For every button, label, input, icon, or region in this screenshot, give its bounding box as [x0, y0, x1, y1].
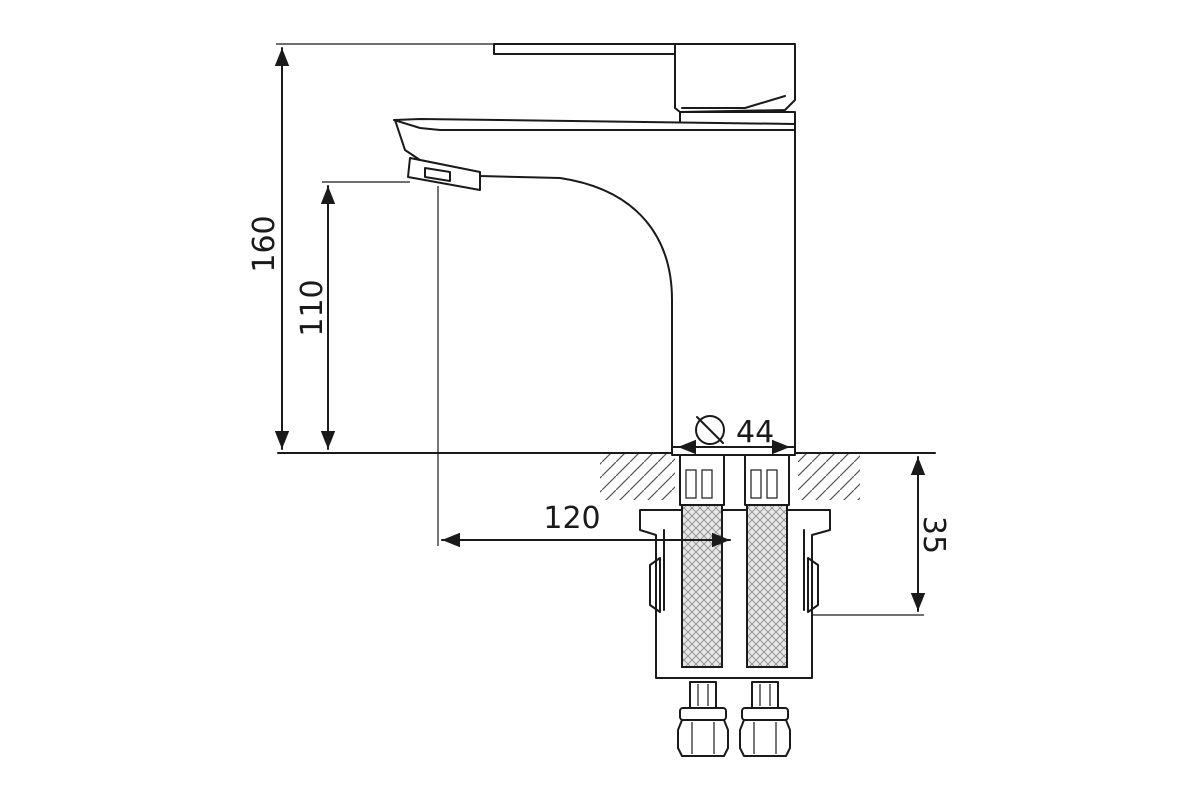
- connector-left: [677, 681, 729, 757]
- shank-collar: [671, 446, 796, 456]
- diameter-icon: [695, 415, 725, 445]
- aerator-outlet: [424, 167, 451, 182]
- supply-hose-left: [679, 454, 725, 668]
- dimension-label-160: 160: [247, 215, 282, 272]
- dimension-label-120: 120: [543, 501, 600, 536]
- hose-fitting-slot-left-a: [685, 469, 697, 499]
- connector-left-stem: [689, 681, 717, 709]
- dimension-label-35: 35: [916, 516, 951, 554]
- connector-right-stem: [751, 681, 779, 709]
- spout-top-edge: [393, 119, 796, 131]
- supply-hose-right: [744, 454, 790, 668]
- mounting-bracket: [639, 509, 831, 679]
- connector-left-ring: [679, 707, 727, 721]
- dimension-spout-reach: 120: [437, 186, 731, 548]
- lever-handle-block: [674, 43, 796, 113]
- aerator: [407, 157, 481, 191]
- connector-right: [739, 681, 791, 757]
- hose-fitting-slot-right-a: [750, 469, 762, 499]
- diameter-icon-slash: [696, 416, 724, 444]
- dimension-overall-height: 160: [247, 43, 494, 450]
- braided-hose-left: [681, 504, 723, 668]
- bracket-tab-left: [649, 557, 661, 613]
- dimension-label-110: 110: [295, 279, 330, 336]
- bracket-tab-right: [807, 557, 819, 613]
- mounting-assembly: [639, 446, 831, 757]
- hose-fitting-slot-right-b: [766, 469, 778, 499]
- lever-handle-bar: [493, 43, 676, 55]
- countertop-hatch-right: [798, 454, 860, 500]
- countertop-hatch-left: [600, 454, 675, 500]
- connector-right-nut: [739, 719, 791, 757]
- braided-hose-right: [746, 504, 788, 668]
- countertop-section: [277, 452, 936, 500]
- connector-right-ring: [741, 707, 789, 721]
- dimension-spout-height: 110: [295, 181, 410, 450]
- dimension-label-44: 44: [736, 415, 774, 450]
- lever-handle-bevel: [681, 95, 786, 109]
- dimension-mount-thickness: 35: [812, 456, 951, 616]
- connector-left-nut: [677, 719, 729, 757]
- dimension-hole-diameter: 44: [677, 415, 791, 455]
- hose-fitting-slot-left-b: [701, 469, 713, 499]
- faucet-body: [393, 43, 796, 448]
